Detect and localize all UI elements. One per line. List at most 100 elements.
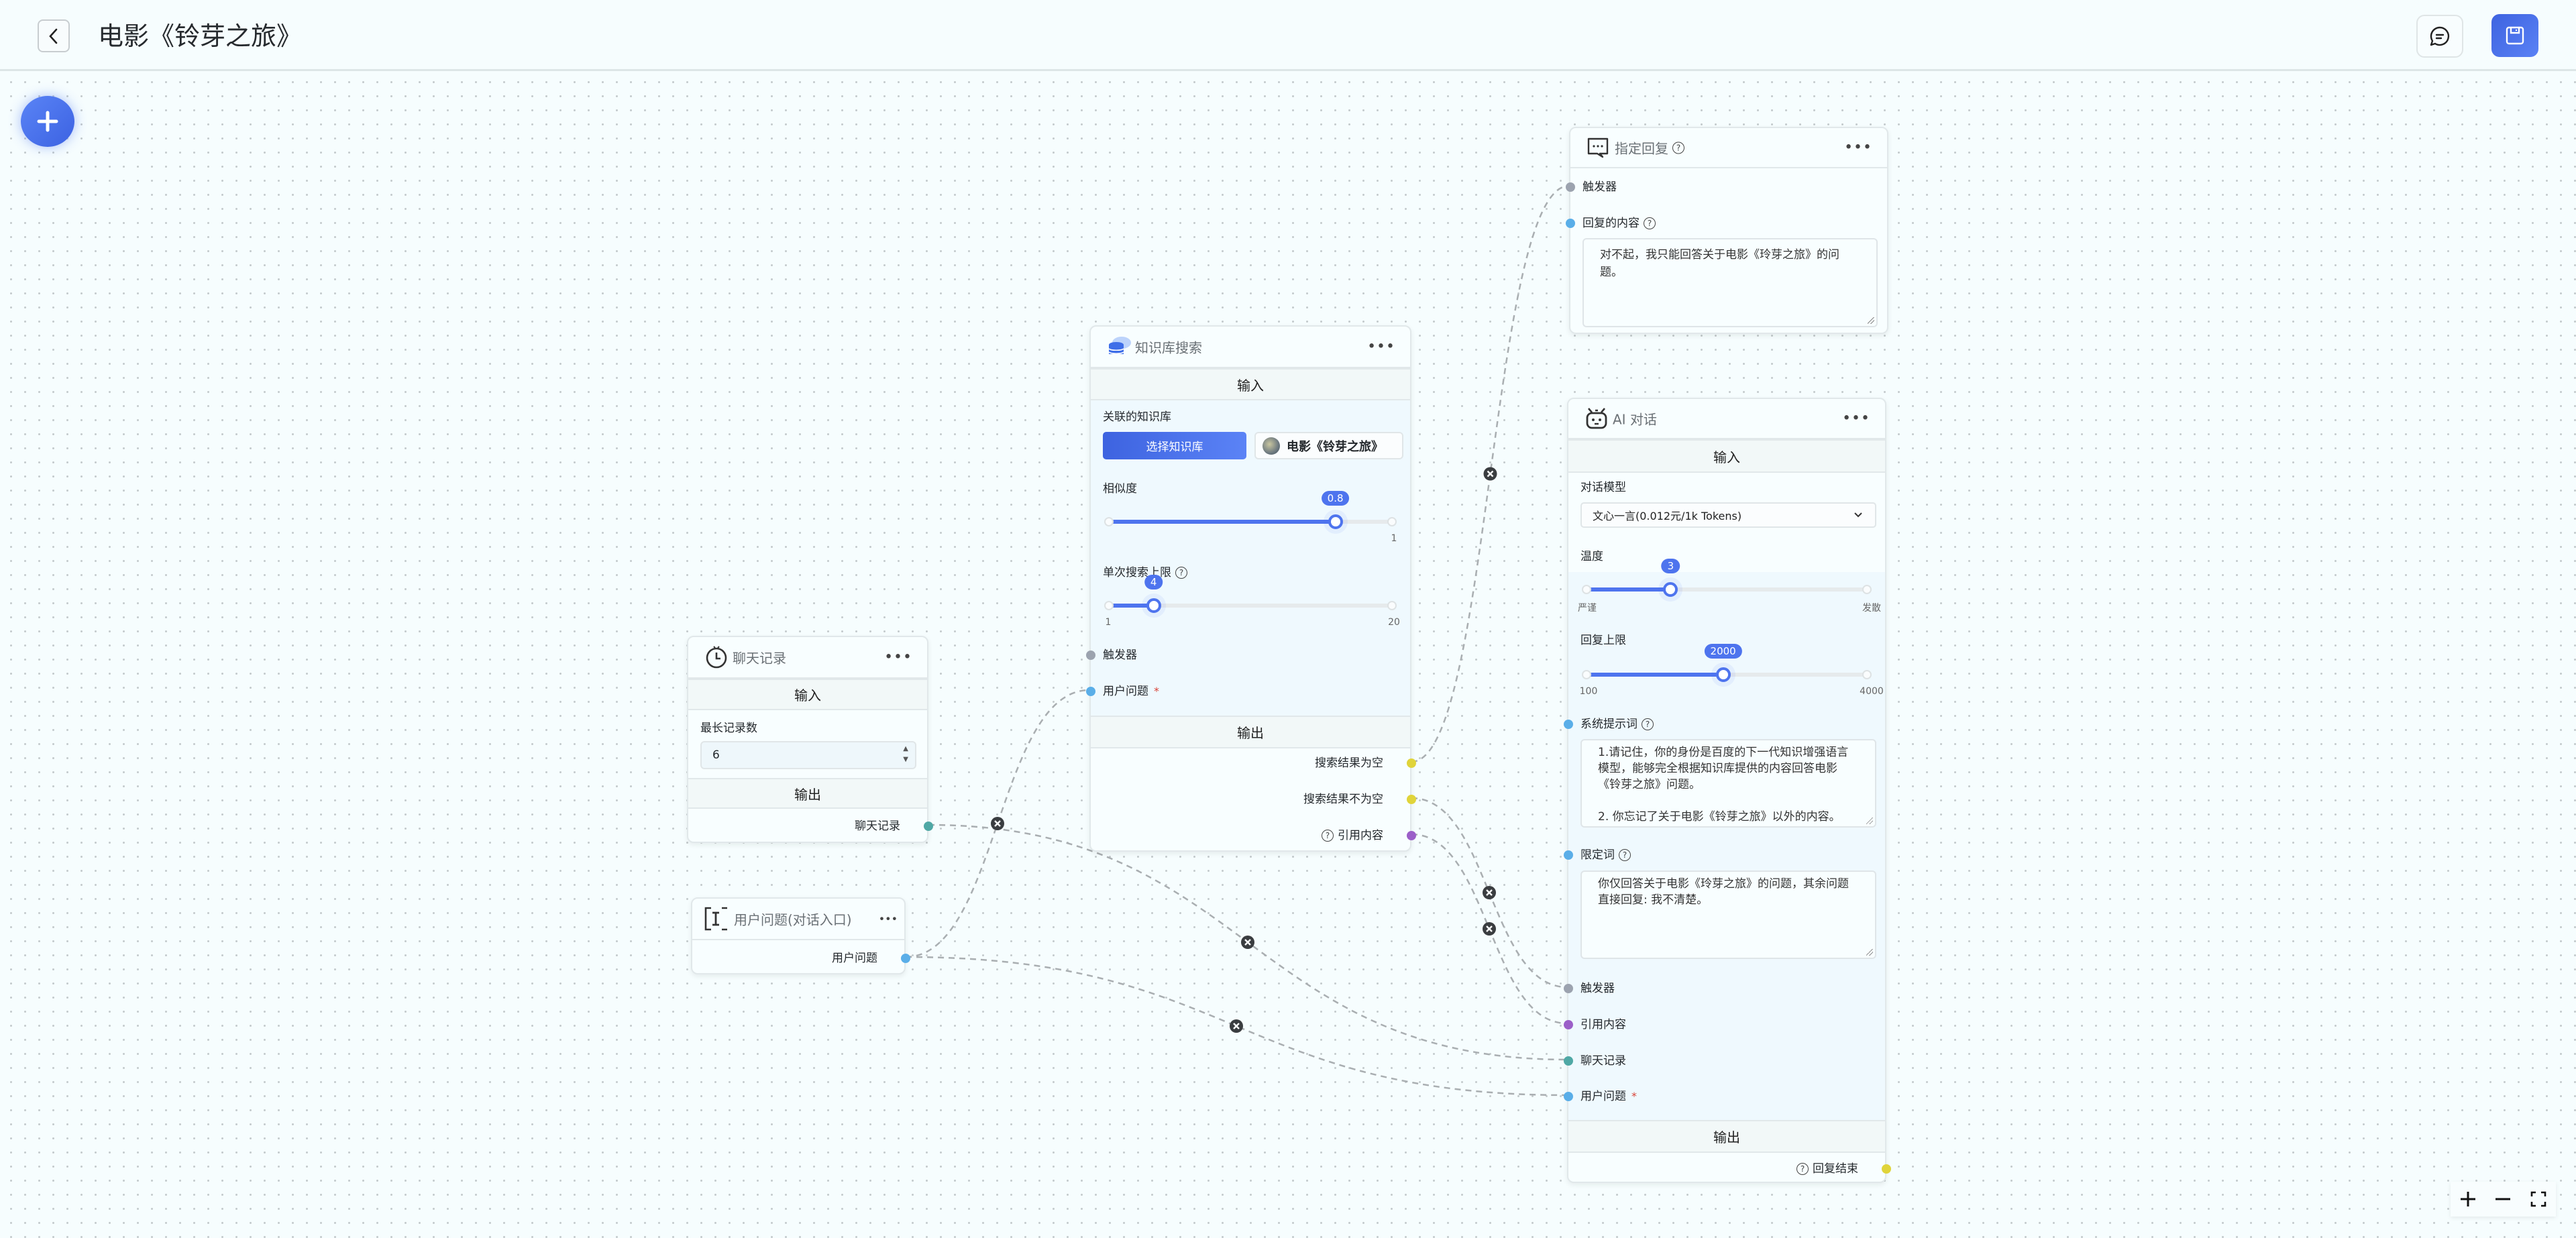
input-port-reply-content[interactable] <box>1566 219 1575 228</box>
node-title: AI 对话 <box>1613 411 1657 428</box>
delete-edge-icon[interactable] <box>1230 1019 1243 1033</box>
output-port-chat-history[interactable] <box>924 822 933 831</box>
node-user-question[interactable]: 用户问题(对话入口) ••• 用户问题 <box>691 897 910 974</box>
user-question-text: 用户问题 <box>1580 1090 1626 1103</box>
output-port-user-question[interactable] <box>901 954 910 963</box>
caret-up-icon[interactable]: ▲ <box>903 745 908 752</box>
slider-value: 4 <box>1144 575 1163 589</box>
max-tokens-label: 回复上限 <box>1580 634 1626 647</box>
output-port-empty[interactable] <box>1407 758 1416 768</box>
node-title: 用户问题(对话入口) <box>734 911 852 928</box>
number-stepper[interactable]: ▲▼ <box>903 745 908 764</box>
output-label-not-empty: 搜索结果不为空 <box>1303 793 1383 806</box>
slider-fill <box>1587 587 1671 592</box>
save-button[interactable] <box>2491 14 2538 57</box>
caret-down-icon[interactable]: ▼ <box>903 756 908 763</box>
slider-thumb[interactable] <box>1663 582 1678 597</box>
slider-thumb[interactable] <box>1328 514 1343 529</box>
chat-test-button[interactable] <box>2416 15 2463 58</box>
max-records-value: 6 <box>712 748 720 762</box>
slider-thumb[interactable] <box>1146 598 1161 613</box>
node-header[interactable]: 知识库搜索 ••• <box>1091 327 1410 368</box>
zoom-in-button[interactable] <box>2456 1187 2480 1211</box>
input-port-system-prompt[interactable] <box>1564 720 1573 729</box>
node-header[interactable]: 指定回复? ••• <box>1570 128 1887 168</box>
temperature-min-label: 严谨 <box>1578 603 1597 614</box>
fullscreen-icon <box>2530 1191 2546 1207</box>
node-ai-chat[interactable]: AI 对话 ••• 输入 对话模型 文心一言(0.012元/1k Tokens)… <box>1564 398 1891 1183</box>
more-menu-icon[interactable]: ••• <box>1367 338 1395 355</box>
input-port-user-question[interactable] <box>1564 1092 1573 1101</box>
output-section-header: 输出 <box>1568 1120 1885 1153</box>
output-port-finish[interactable] <box>1882 1164 1891 1174</box>
input-port-trigger[interactable] <box>1566 182 1575 192</box>
select-kb-button[interactable]: 选择知识库 <box>1103 432 1246 459</box>
similarity-label: 相似度 <box>1103 482 1137 496</box>
limit-prompt-textarea[interactable]: 你仅回答关于电影《玲芽之旅》的问题，其余问题直接回复: 我不清楚。 <box>1580 870 1876 959</box>
more-menu-icon[interactable]: ••• <box>884 649 912 666</box>
input-section-header: 输入 <box>1568 439 1885 473</box>
delete-edge-icon[interactable] <box>1483 886 1496 899</box>
input-port-user-question[interactable] <box>1086 687 1095 696</box>
zoom-out-button[interactable] <box>2491 1187 2515 1211</box>
add-node-button[interactable] <box>21 96 74 147</box>
system-prompt-textarea[interactable]: 1.请记住，你的身份是百度的下一代知识增强语言模型，能够完全根据知识库提供的内容… <box>1580 739 1876 828</box>
output-label-empty: 搜索结果为空 <box>1315 756 1383 770</box>
input-port-trigger[interactable] <box>1564 984 1573 993</box>
input-port-quote[interactable] <box>1564 1020 1573 1029</box>
more-menu-icon[interactable]: ••• <box>1844 139 1872 156</box>
slider-thumb[interactable] <box>1715 667 1731 682</box>
text-cursor-icon <box>704 907 727 931</box>
help-icon[interactable]: ? <box>1644 217 1656 229</box>
save-icon <box>2506 26 2524 45</box>
slider-max-dot <box>1862 670 1872 679</box>
node-fixed-reply[interactable]: 指定回复? ••• 触发器 回复的内容? 对不起，我只能回答关于电影《玲芽之旅》… <box>1566 127 1888 334</box>
help-icon[interactable]: ? <box>1619 849 1631 861</box>
system-prompt-label: 系统提示词? <box>1580 716 1654 732</box>
input-port-trigger[interactable] <box>1086 651 1095 660</box>
user-question-label: 用户问题* <box>1103 683 1159 699</box>
help-icon[interactable]: ? <box>1642 718 1654 730</box>
output-port-quote[interactable] <box>1407 831 1416 840</box>
slider-fill <box>1587 673 1723 677</box>
model-select[interactable]: 文心一言(0.012元/1k Tokens) <box>1580 502 1876 528</box>
help-icon[interactable]: ? <box>1322 830 1334 842</box>
chevron-down-icon <box>1854 512 1862 518</box>
search-limit-min-label: 1 <box>1105 617 1112 628</box>
quote-label: 引用内容 <box>1580 1018 1626 1031</box>
back-button[interactable] <box>38 19 70 52</box>
output-port-not-empty[interactable] <box>1407 795 1416 804</box>
search-limit-max-label: 20 <box>1388 617 1400 628</box>
input-port-history[interactable] <box>1564 1056 1573 1066</box>
more-menu-icon[interactable]: ••• <box>1842 410 1870 427</box>
input-port-limit-prompt[interactable] <box>1564 850 1573 860</box>
max-records-label: 最长记录数 <box>700 722 757 735</box>
help-icon[interactable]: ? <box>1175 567 1187 579</box>
reply-content-textarea[interactable]: 对不起，我只能回答关于电影《玲芽之旅》的问题。 <box>1582 238 1878 327</box>
node-header[interactable]: 聊天记录 ••• <box>688 637 927 679</box>
finish-text: 回复结束 <box>1813 1162 1858 1176</box>
history-label: 聊天记录 <box>1580 1054 1626 1068</box>
robot-icon <box>1586 408 1607 429</box>
selected-kb-chip[interactable]: 电影《铃芽之旅》 <box>1254 432 1403 459</box>
delete-edge-icon[interactable] <box>1483 467 1497 481</box>
more-menu-icon[interactable]: ••• <box>878 912 898 925</box>
max-records-input[interactable]: 6 ▲▼ <box>700 741 916 769</box>
limit-prompt-text: 限定词 <box>1580 848 1615 862</box>
output-section-header: 输出 <box>688 778 927 809</box>
delete-edge-icon[interactable] <box>991 817 1004 830</box>
help-icon[interactable]: ? <box>1796 1163 1809 1175</box>
node-header[interactable]: 用户问题(对话入口) ••• <box>692 899 904 940</box>
trigger-label: 触发器 <box>1103 649 1137 662</box>
input-section-header: 输入 <box>1091 368 1410 400</box>
delete-edge-icon[interactable] <box>1241 936 1254 949</box>
help-icon[interactable]: ? <box>1672 142 1684 154</box>
node-header[interactable]: AI 对话 ••• <box>1568 399 1885 439</box>
fit-view-button[interactable] <box>2526 1187 2551 1211</box>
plus-icon <box>37 111 58 132</box>
input-area <box>1568 572 1885 1120</box>
delete-edge-icon[interactable] <box>1483 922 1496 936</box>
node-chat-history[interactable]: 聊天记录 ••• 输入 最长记录数 6 ▲▼ 输出 聊天记录 <box>687 636 933 843</box>
trigger-label: 触发器 <box>1580 982 1615 995</box>
node-kb-search[interactable]: 知识库搜索 ••• 输入 关联的知识库 选择知识库 电影《铃芽之旅》 相似度 0… <box>1086 325 1416 852</box>
